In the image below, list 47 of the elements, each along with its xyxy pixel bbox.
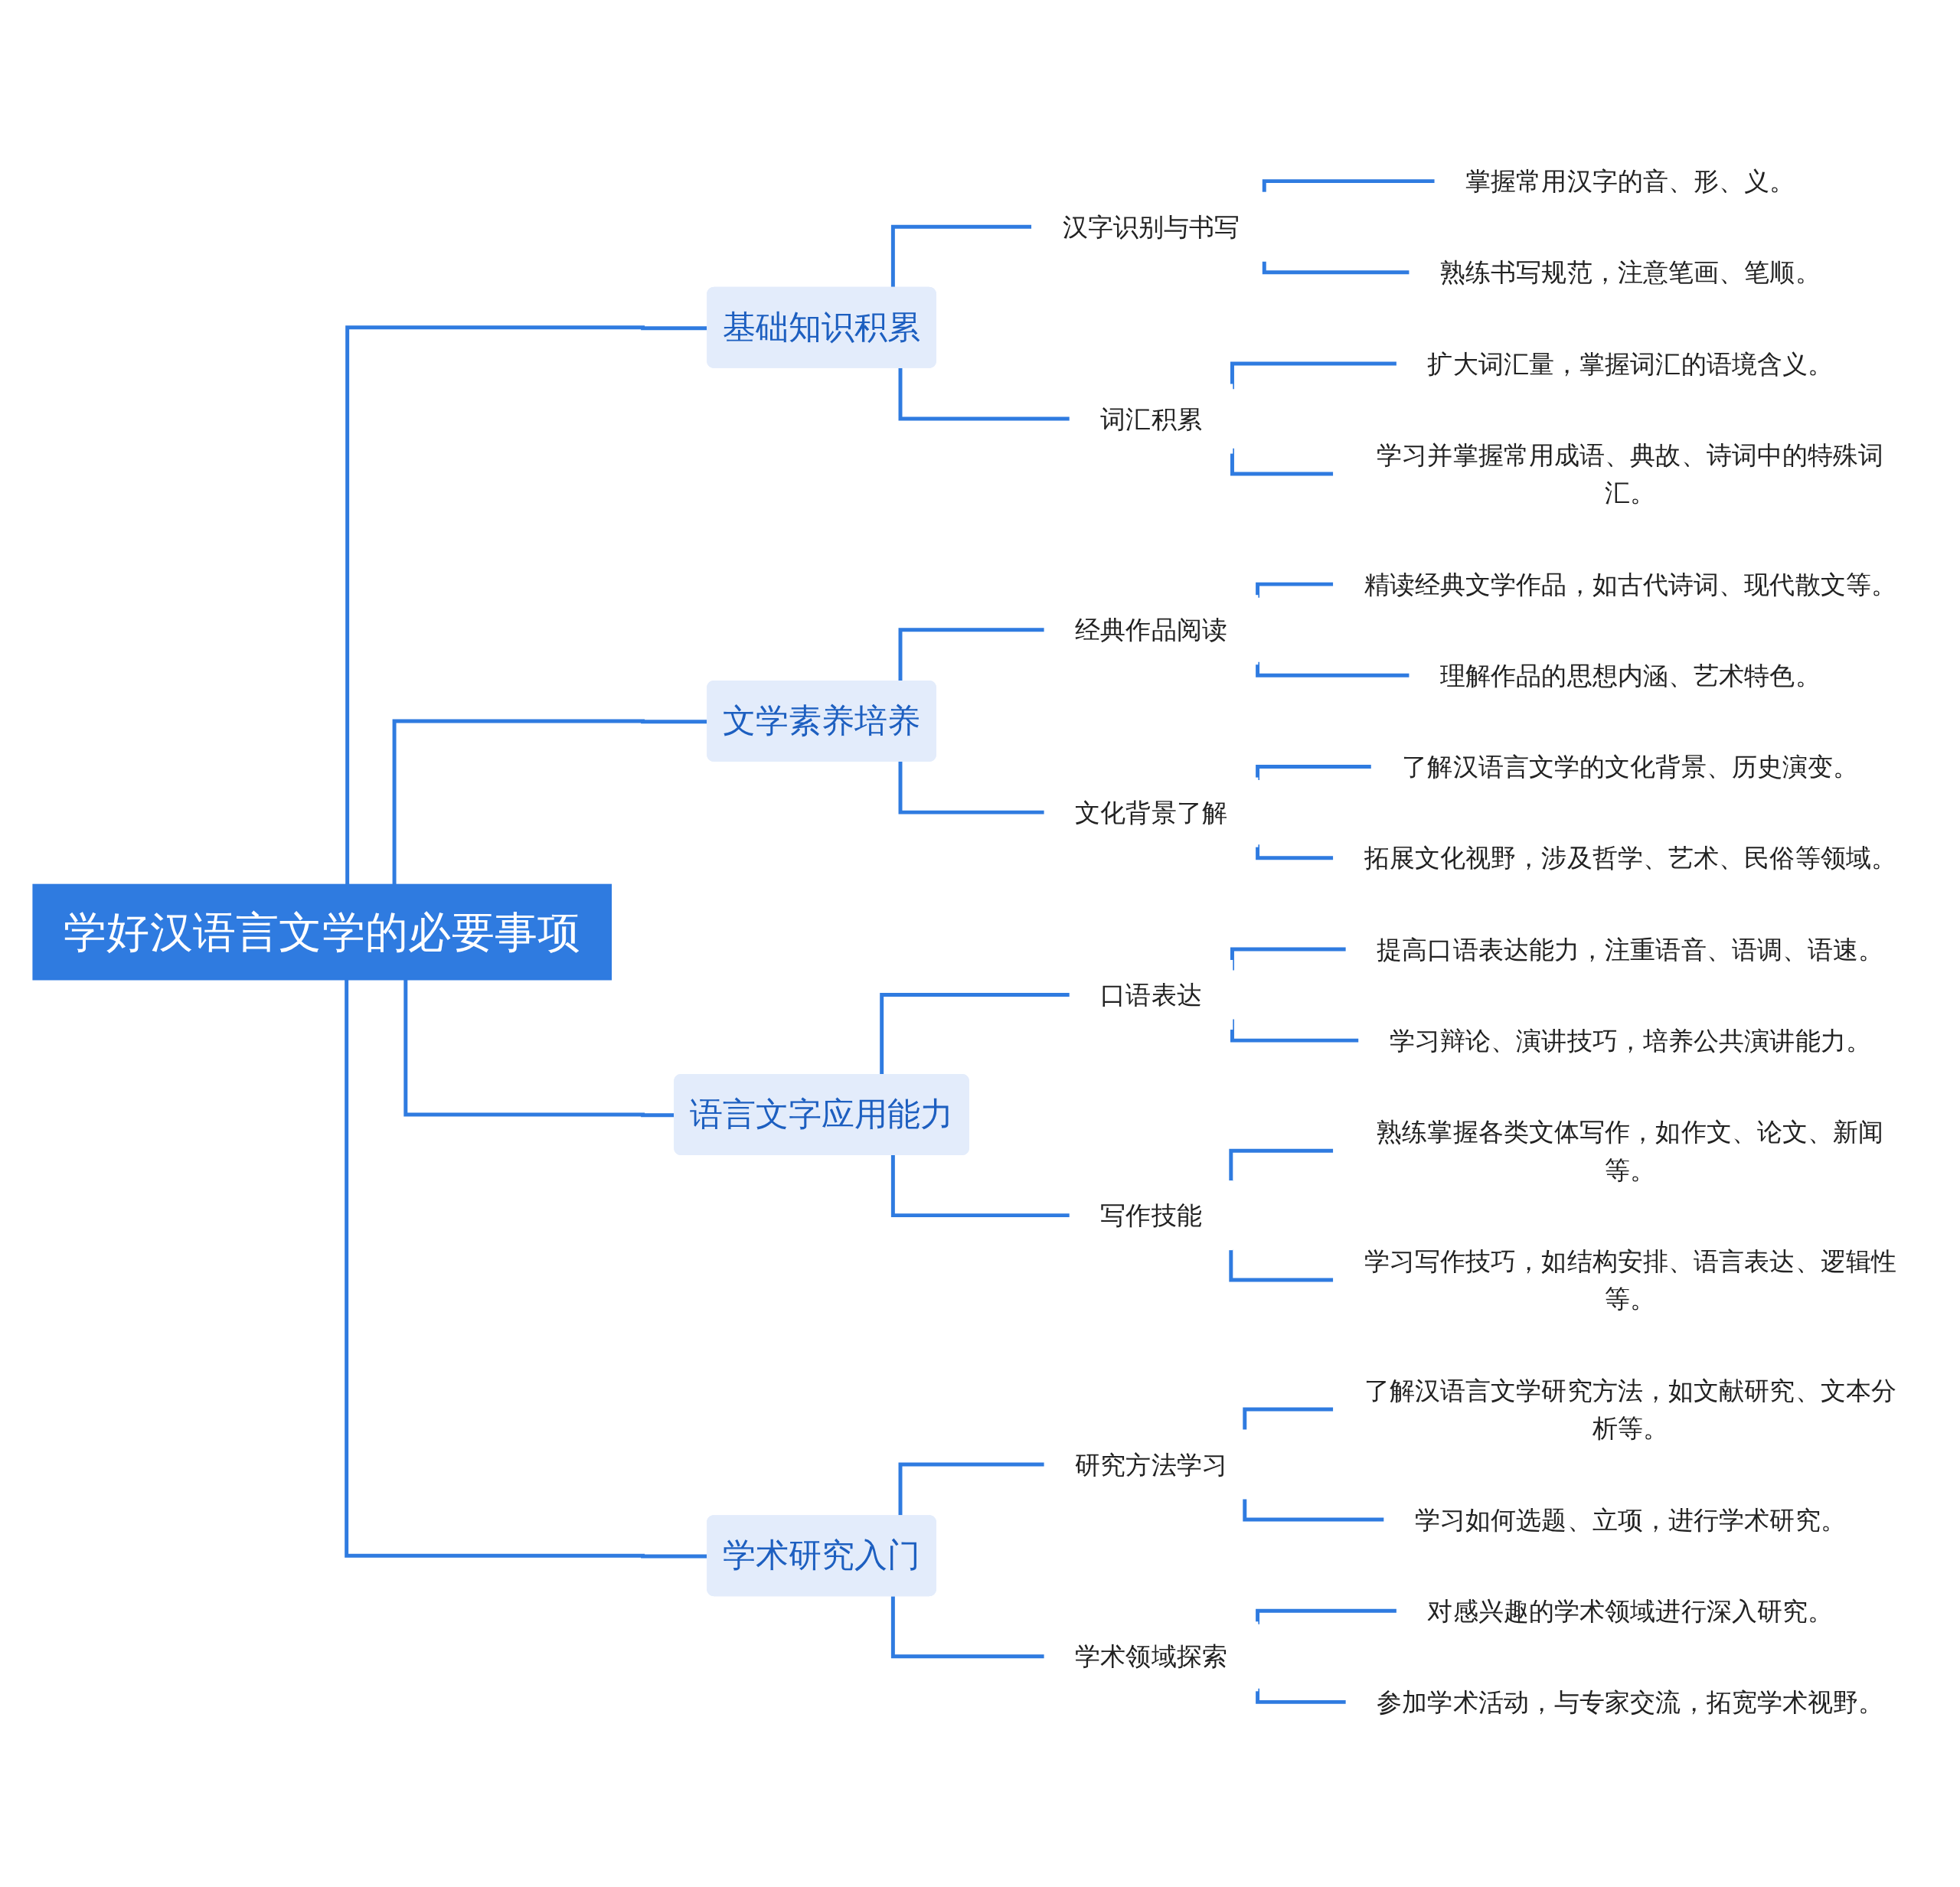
node-text: 熟练掌握各类文体写作，如作文、论文、新闻等。 — [1377, 1116, 1884, 1185]
connector — [1256, 1608, 1397, 1624]
node-box: 学好汉语言文学的必要事项 — [32, 883, 612, 981]
connector — [890, 224, 1032, 289]
connector — [880, 993, 1070, 1076]
node-text: 学习如何选题、立项，进行学术研究。 — [1414, 1504, 1846, 1535]
connector — [898, 628, 1045, 682]
node-text: 经典作品阅读 — [1075, 614, 1227, 645]
connector — [898, 761, 1045, 815]
connector — [1243, 1498, 1385, 1522]
node-text: 了解汉语言文学的文化背景、历史演变。 — [1402, 751, 1859, 782]
node-text: 词汇积累 — [1100, 403, 1202, 434]
connector — [1256, 844, 1334, 860]
node-text: 拓展文化视野，涉及哲学、艺术、民俗等领域。 — [1364, 842, 1897, 873]
node-text: 理解作品的思想内涵、艺术特色。 — [1439, 660, 1821, 691]
node-text: 学习并掌握常用成语、典故、诗词中的特殊词汇。 — [1377, 439, 1884, 508]
connector — [898, 367, 1070, 421]
connector — [1256, 582, 1334, 598]
connector — [1262, 260, 1410, 275]
node-text: 学术领域探索 — [1075, 1641, 1227, 1672]
node-text: 掌握常用汉字的音、形、义。 — [1465, 165, 1795, 197]
connector — [1262, 179, 1436, 193]
connector — [890, 1154, 1070, 1218]
connector — [1256, 1688, 1347, 1704]
connector — [345, 325, 708, 885]
node-text: 扩大词汇量，掌握词汇的语境含义。 — [1427, 348, 1834, 379]
connector — [1229, 1249, 1334, 1282]
node-text: 学习辩论、演讲技巧，培养公共演讲能力。 — [1389, 1025, 1871, 1056]
node-text: 汉字识别与书写 — [1062, 211, 1240, 243]
connector — [890, 1596, 1045, 1659]
connector — [345, 979, 708, 1559]
connector — [1256, 661, 1410, 677]
connector — [1229, 1148, 1334, 1181]
node-text: 文化背景了解 — [1075, 797, 1227, 828]
node-text: 学习写作技巧，如结构安排、语言表达、逻辑性等。 — [1364, 1245, 1897, 1314]
connector — [1256, 765, 1372, 781]
node-text: 精读经典文学作品，如古代诗词、现代散文等。 — [1364, 569, 1897, 599]
connector — [898, 1462, 1045, 1516]
connector — [392, 719, 708, 885]
node-text: 参加学术活动，与专家交流，拓宽学术视野。 — [1377, 1686, 1884, 1718]
node-text: 了解汉语言文学研究方法，如文献研究、文本分析等。 — [1364, 1375, 1897, 1444]
node-text: 写作技能 — [1100, 1200, 1202, 1231]
connector — [1243, 1407, 1334, 1431]
node-text: 提高口语表达能力，注重语音、语调、语速。 — [1377, 934, 1884, 965]
node-text: 熟练书写规范，注意笔画、笔顺。 — [1439, 256, 1821, 288]
node-text: 研究方法学习 — [1075, 1449, 1227, 1480]
node-text: 对感兴趣的学术领域进行深入研究。 — [1427, 1595, 1834, 1627]
